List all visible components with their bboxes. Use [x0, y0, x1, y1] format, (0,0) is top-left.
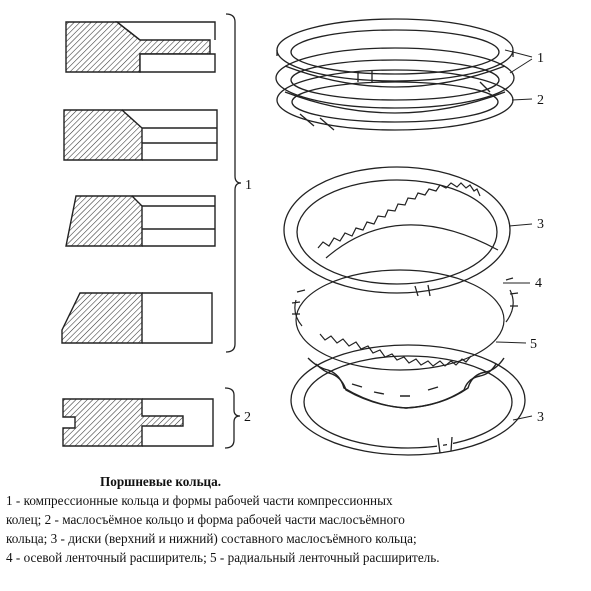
radial-expander	[307, 357, 505, 409]
callout-3a-label: 3	[537, 217, 544, 232]
caption-line-1: 1 - компрессионные кольца и формы рабоче…	[6, 493, 393, 508]
oil-ring-profile	[62, 398, 214, 447]
group2-bracket	[224, 387, 241, 449]
profile-2	[63, 109, 218, 161]
piston-rings-figure: 1 2 1 2	[61, 13, 544, 456]
profile-4	[61, 292, 213, 344]
upper-disk	[283, 166, 511, 297]
caption-line-3: кольца; 3 - диски (верхний и нижний) сос…	[6, 531, 417, 546]
callout-lines-bottom	[495, 223, 533, 421]
profile-1	[65, 21, 216, 73]
caption-title: Поршневые кольца.	[100, 474, 222, 489]
callout-2-label: 2	[537, 93, 544, 108]
group1-label: 1	[245, 178, 252, 193]
callout-4-label: 4	[535, 276, 542, 291]
group1-bracket	[225, 13, 242, 353]
profile-3	[65, 195, 216, 247]
axial-expander	[291, 182, 519, 371]
lower-disk	[290, 344, 526, 456]
callout-5-label: 5	[530, 337, 537, 352]
compression-rings-stack	[275, 18, 515, 131]
figure-caption: Поршневые кольца. 1 - компрессионные кол…	[6, 472, 588, 567]
callout-lines-top	[504, 49, 533, 101]
callout-3b-label: 3	[537, 410, 544, 425]
caption-line-2: колец; 2 - маслосъёмное кольцо и форма р…	[6, 512, 405, 527]
caption-line-4: 4 - осевой ленточный расширитель; 5 - ра…	[6, 550, 440, 565]
callout-1-label: 1	[537, 51, 544, 66]
group2-label: 2	[244, 410, 251, 425]
